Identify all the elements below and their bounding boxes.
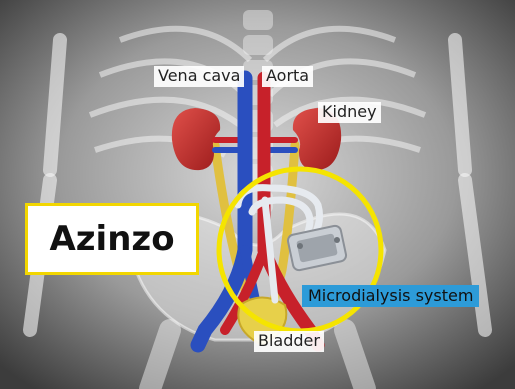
vena-cava-label: Vena cava [154,66,244,87]
bladder-label: Bladder [254,331,324,352]
title-box: Azinzo [25,203,199,275]
microdialysis-label: Microdialysis system [302,285,479,307]
diagram-title: Azinzo [49,219,174,259]
kidney-label: Kidney [318,102,381,123]
aorta-label: Aorta [262,66,313,87]
